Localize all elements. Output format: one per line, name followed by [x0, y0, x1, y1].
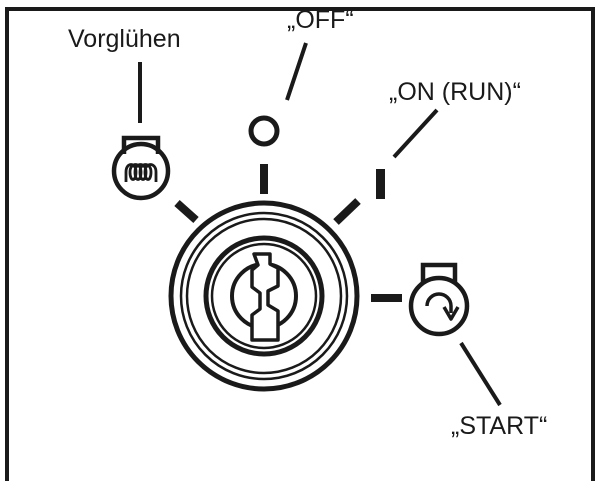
starter-icon: [408, 262, 470, 337]
start-leader-line: [459, 341, 502, 407]
off-leader-line: [285, 42, 308, 101]
key-icon: [250, 252, 280, 342]
glow-plug-icon: [111, 135, 171, 201]
off-symbol: [248, 115, 280, 147]
start-label: „START“: [451, 412, 547, 440]
frame-bottom-mask: [9, 464, 591, 483]
on-label: „ON (RUN)“: [389, 78, 521, 106]
glow-label: Vorglühen: [68, 25, 181, 53]
on-leader-line: [392, 108, 439, 159]
off-label: „OFF“: [287, 6, 354, 34]
tick-on: [333, 198, 361, 225]
key-switch: [168, 200, 360, 392]
on-symbol: [376, 169, 385, 199]
tick-glow: [174, 200, 199, 223]
